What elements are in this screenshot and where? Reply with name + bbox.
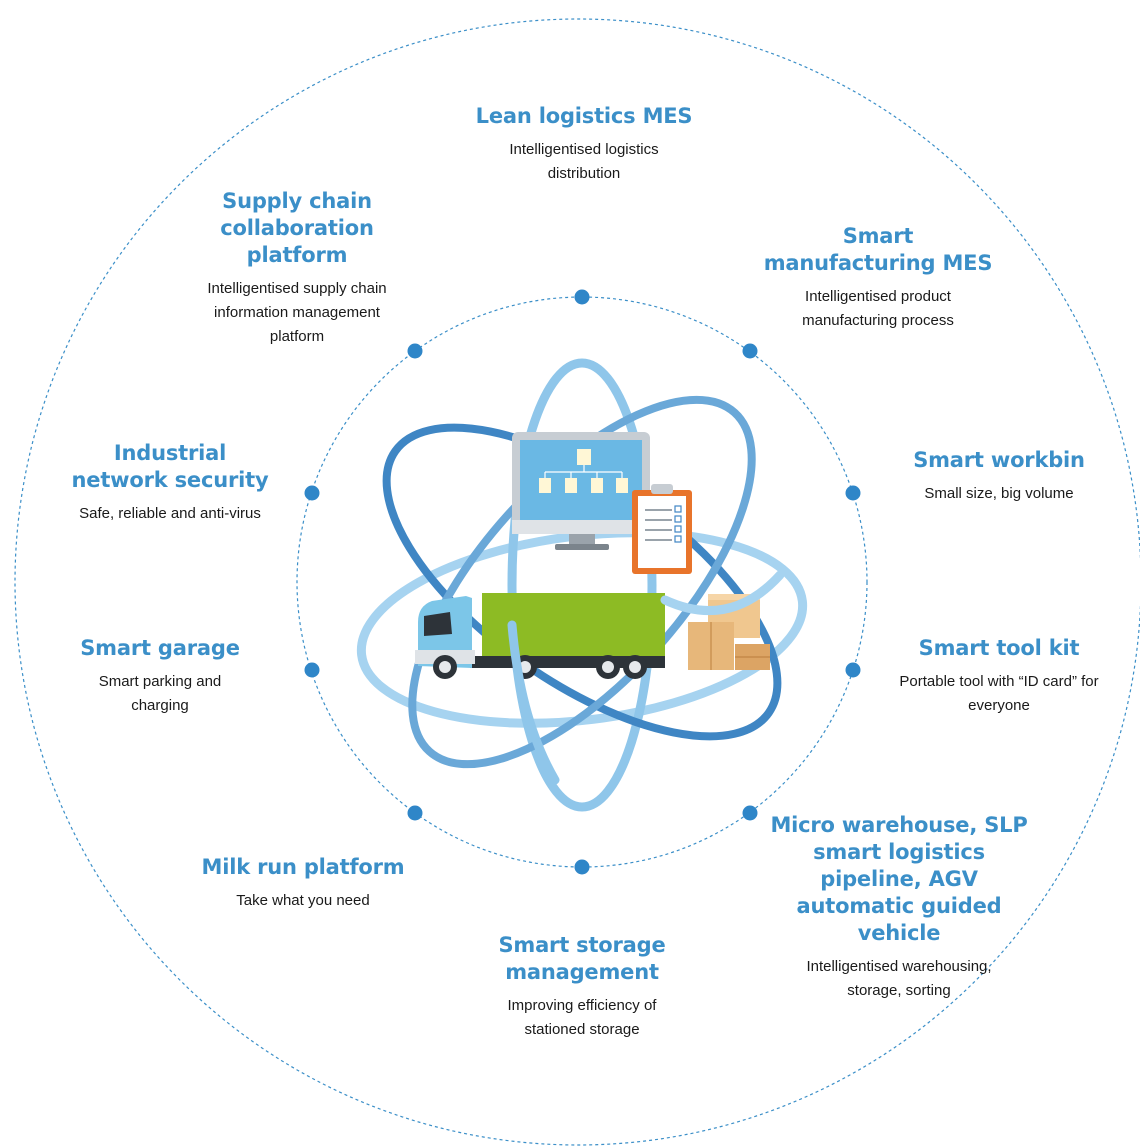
node-smart-tool-kit: Smart tool kit Portable tool with “ID ca… — [879, 635, 1119, 718]
node-dot — [304, 662, 320, 678]
node-dot — [845, 485, 861, 501]
node-title: Industrial network security — [71, 441, 269, 492]
node-industrial-network-security: Industrial network security Safe, reliab… — [50, 440, 290, 526]
node-dot — [574, 289, 590, 305]
node-title: Milk run platform — [201, 855, 405, 879]
node-description: Improving efficiency of stationed storag… — [507, 997, 657, 1038]
node-description: Portable tool with “ID card” for everyon… — [899, 673, 1099, 714]
org-chart-icon — [539, 449, 628, 493]
node-title: Micro warehouse, SLP smart logistics pip… — [770, 813, 1028, 945]
node-description: Take what you need — [236, 892, 370, 909]
node-title: Smart storage management — [498, 933, 666, 984]
node-description: Smart parking and charging — [98, 673, 222, 714]
node-description: Intelligentised warehousing, storage, so… — [806, 958, 992, 999]
node-dot — [574, 859, 590, 875]
node-description: Safe, reliable and anti-virus — [79, 505, 261, 522]
node-description: Intelligentised supply chain information… — [207, 280, 387, 345]
node-supply-chain-collaboration-platform: Supply chain collaboration platform Inte… — [177, 188, 417, 349]
node-smart-manufacturing-mes: Smart manufacturing MES Intelligentised … — [758, 223, 998, 333]
node-lean-logistics-mes: Lean logistics MES Intelligentised logis… — [454, 103, 714, 186]
orbit-vertical — [507, 358, 657, 812]
outer-dashed-ring — [14, 18, 1140, 1146]
orbit-rings — [356, 358, 808, 812]
orbit-front — [507, 570, 785, 785]
node-title: Smart workbin — [913, 448, 1085, 472]
node-smart-workbin: Smart workbin Small size, big volume — [889, 447, 1109, 506]
node-micro-warehouse: Micro warehouse, SLP smart logistics pip… — [764, 812, 1034, 1003]
node-title: Smart tool kit — [918, 636, 1080, 660]
node-smart-storage-management: Smart storage management Improving effic… — [472, 932, 692, 1042]
node-dot — [407, 805, 423, 821]
node-description: Intelligentised product manufacturing pr… — [802, 288, 954, 329]
cardboard-box-icon — [688, 594, 770, 670]
node-smart-garage: Smart garage Smart parking and charging — [50, 635, 270, 718]
node-description: Intelligentised logistics distribution — [509, 141, 659, 182]
node-dot — [304, 485, 320, 501]
node-dot — [845, 662, 861, 678]
node-title: Supply chain collaboration platform — [220, 189, 374, 267]
node-milk-run-platform: Milk run platform Take what you need — [183, 854, 423, 913]
node-title: Smart garage — [80, 636, 240, 660]
node-title: Smart manufacturing MES — [763, 224, 993, 275]
node-title: Lean logistics MES — [475, 104, 693, 128]
node-dots — [304, 289, 861, 875]
monitor-icon — [512, 432, 650, 550]
inner-dashed-ring — [296, 296, 868, 868]
node-dot — [407, 343, 423, 359]
node-dot — [742, 343, 758, 359]
node-dot — [742, 805, 758, 821]
node-description: Small size, big volume — [924, 485, 1074, 502]
truck-icon — [415, 593, 665, 679]
clipboard-checklist-icon — [632, 484, 692, 574]
